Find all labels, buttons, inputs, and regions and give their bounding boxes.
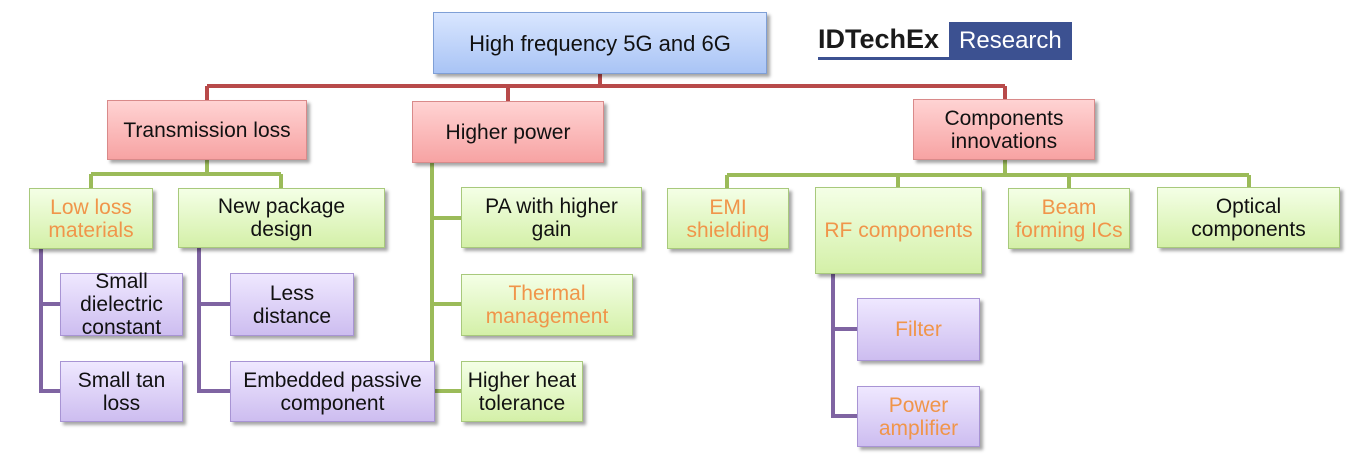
purple-connectors: [39, 248, 857, 418]
transmission-loss-node: Transmission loss: [107, 100, 307, 160]
higher-power-node: Higher power: [412, 101, 604, 163]
power-amplifier-node: Power amplifier: [857, 386, 980, 447]
less-distance-node: Less distance: [230, 273, 354, 336]
beam-forming-node: Beam forming ICs: [1008, 188, 1130, 249]
pa-higher-gain-node: PA with higher gain: [461, 187, 642, 248]
idtechex-logo: IDTechEx Research: [818, 22, 1072, 60]
logo-brand: IDTechEx: [818, 22, 950, 60]
filter-node: Filter: [857, 298, 980, 361]
root-connectors: [205, 74, 1007, 103]
thermal-management-node: Thermal management: [461, 274, 633, 336]
emi-shielding-node: EMI shielding: [667, 188, 789, 249]
rf-components-node: RF components: [815, 187, 982, 274]
embedded-heat-connector: [430, 360, 461, 393]
components-innovations-node: Components innovations: [913, 99, 1095, 160]
logo-tag: Research: [949, 22, 1072, 60]
higher-heat-tolerance-node: Higher heat tolerance: [461, 361, 583, 422]
root-node: High frequency 5G and 6G: [433, 12, 767, 74]
new-package-design-node: New package design: [178, 188, 385, 248]
green-connectors: [89, 160, 1251, 360]
optical-components-node: Optical components: [1157, 187, 1340, 248]
small-dielectric-constant-node: Small dielectric constant: [60, 270, 183, 339]
low-loss-materials-node: Low loss materials: [29, 188, 153, 249]
small-tan-loss-node: Small tan loss: [60, 361, 183, 422]
embedded-passive-component-node: Embedded passive component: [230, 361, 435, 422]
